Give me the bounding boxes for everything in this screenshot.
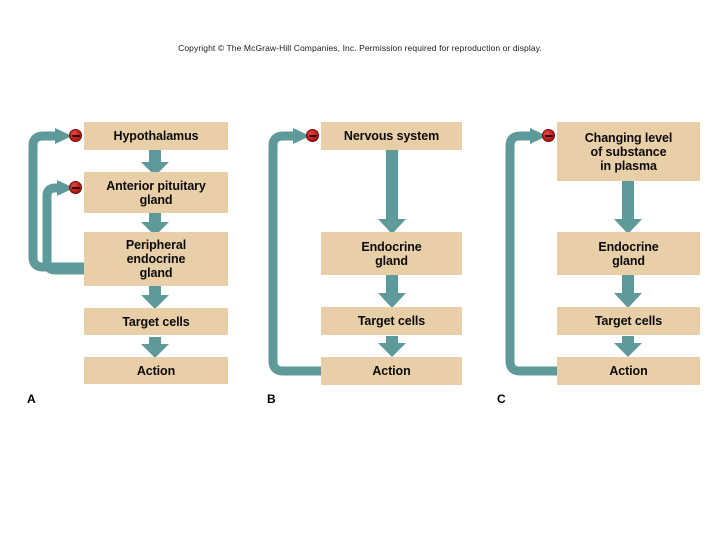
- flow-arrow-anterior-pituitary-to-peripheral-gland: [141, 213, 169, 236]
- panel-c-humoral-control: Changing level of substance in plasma En…: [480, 0, 720, 540]
- node-line: gland: [139, 192, 173, 207]
- node-line: in plasma: [600, 158, 657, 173]
- node-line: Endocrine: [598, 239, 659, 254]
- node-endocrine-gland[interactable]: Endocrine gland: [321, 232, 462, 275]
- node-endocrine-gland[interactable]: Endocrine gland: [557, 232, 700, 275]
- node-line: Peripheral: [125, 238, 187, 252]
- inhibition-minus-icon-nervous-system: [306, 129, 319, 142]
- panel-a-hypothalamic-pituitary-axis: Hypothalamus Anterior pituitary gland Pe…: [0, 0, 240, 540]
- node-line: of substance: [590, 144, 667, 159]
- node-target-cells[interactable]: Target cells: [321, 307, 462, 335]
- panel-label-b: B: [267, 392, 276, 406]
- node-action[interactable]: Action: [84, 357, 228, 384]
- node-line: Target cells: [594, 314, 663, 328]
- feedback-loop-action-to-plasma-level: [505, 128, 557, 376]
- node-line: Target cells: [122, 314, 190, 329]
- node-line: Target cells: [357, 314, 426, 328]
- copyright-notice: Copyright © The McGraw-Hill Companies, I…: [178, 43, 542, 53]
- node-line: Hypothalamus: [113, 129, 199, 143]
- inhibition-minus-icon-plasma-level: [542, 129, 555, 142]
- panel-c-connector-graphics: [505, 128, 642, 376]
- node-line: Anterior pituitary: [106, 178, 206, 193]
- inhibition-minus-icon-hypothalamus: [69, 129, 82, 142]
- node-line: Action: [609, 364, 648, 378]
- node-peripheral-endocrine-gland[interactable]: Peripheral endocrine gland: [84, 232, 228, 286]
- node-line: Action: [136, 363, 176, 378]
- node-target-cells[interactable]: Target cells: [557, 307, 700, 335]
- node-hypothalamus[interactable]: Hypothalamus: [84, 122, 228, 150]
- flow-arrow-plasma-level-to-endocrine-gland: [614, 180, 642, 234]
- flow-arrow-hypothalamus-to-anterior-pituitary: [141, 150, 169, 176]
- node-nervous-system[interactable]: Nervous system: [321, 122, 462, 150]
- flow-arrow-endocrine-gland-to-target-cells: [378, 275, 406, 308]
- node-line: endocrine: [126, 252, 186, 266]
- node-line: gland: [139, 266, 173, 280]
- feedback-loop-action-to-nervous-system: [268, 128, 321, 376]
- panel-b-neuroendocrine-control: Nervous system Endocrine gland Target ce…: [240, 0, 480, 540]
- node-line: gland: [375, 253, 408, 268]
- panel-label-a: A: [27, 392, 36, 406]
- panel-a-connector-graphics: [28, 128, 169, 358]
- node-line: Nervous system: [343, 129, 440, 143]
- node-action[interactable]: Action: [321, 357, 462, 385]
- flow-arrow-peripheral-gland-to-target-cells: [141, 286, 169, 309]
- flow-arrow-nervous-system-to-endocrine-gland: [378, 150, 406, 234]
- panel-b-connector-graphics: [268, 128, 406, 376]
- feedback-loop-peripheral-gland-to-anterior-pituitary: [42, 180, 84, 275]
- node-anterior-pituitary-gland[interactable]: Anterior pituitary gland: [84, 172, 228, 213]
- node-target-cells[interactable]: Target cells: [84, 308, 228, 335]
- panel-label-c: C: [497, 392, 506, 406]
- node-line: gland: [612, 253, 645, 268]
- flow-arrow-target-cells-to-action: [141, 337, 169, 358]
- flow-arrow-target-cells-to-action: [614, 336, 642, 357]
- node-changing-level-of-substance-in-plasma[interactable]: Changing level of substance in plasma: [557, 122, 700, 181]
- node-action[interactable]: Action: [557, 357, 700, 385]
- node-line: Changing level: [584, 130, 673, 145]
- feedback-loop-peripheral-gland-to-hypothalamus: [28, 128, 84, 272]
- flow-arrow-target-cells-to-action: [378, 336, 406, 357]
- node-line: Action: [372, 364, 411, 378]
- flow-arrow-endocrine-gland-to-target-cells: [614, 275, 642, 308]
- inhibition-minus-icon-anterior-pituitary: [69, 181, 82, 194]
- node-line: Endocrine: [361, 239, 422, 254]
